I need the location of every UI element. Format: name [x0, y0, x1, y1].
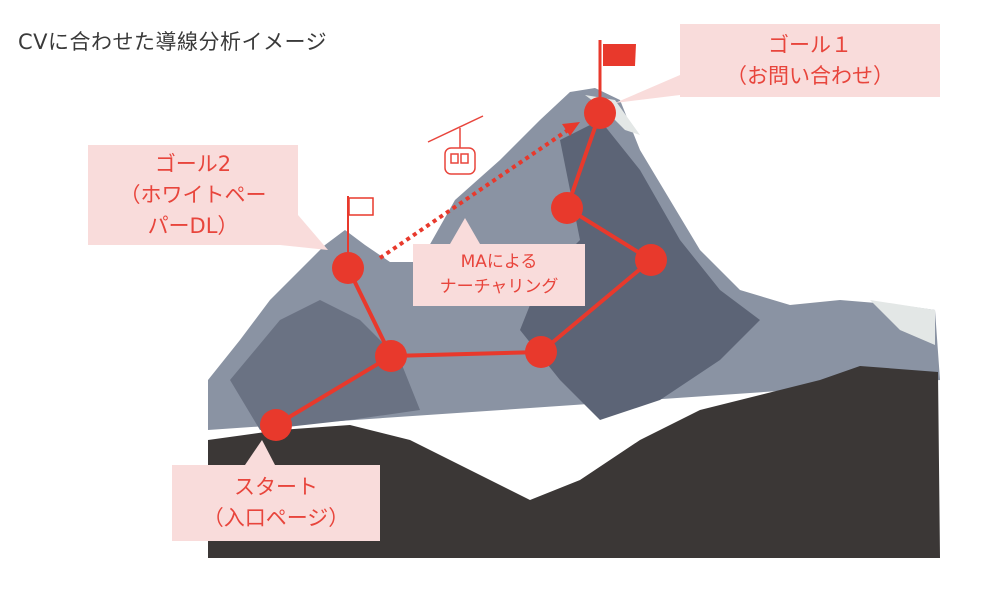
nurturing-line-2: ナーチャリング — [439, 277, 559, 297]
node-start — [260, 409, 292, 441]
goal2-subtitle-2: パーDL） — [147, 213, 239, 238]
goal1-label: ゴール１ （お問い合わせ） — [680, 24, 940, 97]
white-flag-icon — [347, 196, 374, 256]
start-subtitle: （入口ページ） — [202, 506, 350, 530]
foreground-ridge — [208, 366, 940, 558]
node-goal2 — [332, 252, 364, 284]
nurturing-label-tail — [450, 218, 480, 244]
node-goal1 — [584, 97, 616, 129]
snow-patch-right — [870, 300, 935, 345]
start-label: スタート （入口ページ） — [172, 465, 380, 541]
start-label-tail — [245, 440, 275, 465]
branch-path — [346, 267, 393, 357]
nurturing-label: MAによる ナーチャリング — [413, 244, 585, 306]
red-flag-icon — [598, 40, 636, 100]
start-title: スタート — [234, 475, 318, 499]
arrow-head-icon — [562, 122, 580, 136]
goal2-label: ゴール2 （ホワイトペー パーDL） — [88, 145, 298, 245]
node — [635, 244, 667, 276]
node — [551, 192, 583, 224]
node — [525, 336, 557, 368]
nurturing-line-1: MAによる — [460, 252, 538, 272]
node — [375, 340, 407, 372]
goal1-label-tail — [615, 75, 680, 103]
mountain-shadow-left — [230, 300, 420, 430]
gondola-icon — [427, 115, 484, 175]
goal1-subtitle: （お問い合わせ） — [726, 63, 894, 88]
goal2-subtitle-1: （ホワイトペー — [119, 182, 267, 207]
page-title: CVに合わせた導線分析イメージ — [18, 30, 328, 54]
goal1-title: ゴール１ — [768, 32, 852, 57]
path-nodes — [260, 97, 667, 441]
nurturing-dotted-arrow — [378, 128, 570, 260]
conversion-path — [274, 112, 655, 427]
goal2-title: ゴール2 — [154, 151, 232, 176]
